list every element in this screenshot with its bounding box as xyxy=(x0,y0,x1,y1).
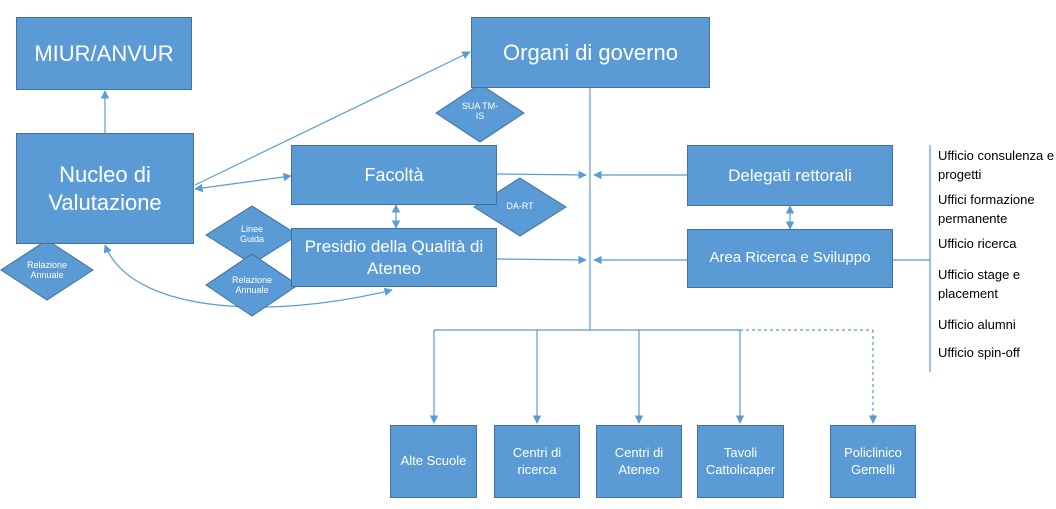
arrow-facolta-trunk xyxy=(496,170,587,180)
diamond-relazione-nucleo-label: Relazione Annuale xyxy=(26,260,68,280)
office-item: Ufficio spin-off xyxy=(938,345,1020,360)
box-delegati-rettorali: Delegati rettorali xyxy=(687,145,893,206)
office-item: Ufficio ricerca xyxy=(938,236,1017,251)
diamond-relazione-presidio xyxy=(205,253,299,317)
arrow-nucleo-organi xyxy=(194,51,471,186)
box-facolta: Facoltà xyxy=(291,145,497,205)
box-centri-ateneo-label: Centri di Ateneo xyxy=(614,445,664,477)
diamond-relazione-presidio-label: Relazione Annuale xyxy=(231,275,273,295)
box-miur-label: MIUR/ANVUR xyxy=(34,40,174,66)
box-nucleo-di-valutazione: Nucleo di Valutazione xyxy=(16,133,194,244)
diamond-linee-label: Linee Guida xyxy=(239,224,265,244)
box-delegati-label: Delegati rettorali xyxy=(728,165,852,185)
box-organi-di-governo: Organi di governo xyxy=(471,17,710,88)
office-item: Ufficio consulenza e progetti xyxy=(938,148,1055,182)
diamond-relazione-nucleo xyxy=(0,239,94,301)
diamond-sua xyxy=(435,83,525,143)
box-facolta-label: Facoltà xyxy=(364,164,424,185)
box-presidio-label: Presidio della Qualità di Ateneo xyxy=(304,237,484,278)
arrow-nucleo-presidio-curve xyxy=(103,244,393,308)
office-item: Ufficio alumni xyxy=(938,317,1016,332)
office-item: Uffici formazione permanente xyxy=(938,192,1035,226)
box-organi-label: Organi di governo xyxy=(503,39,678,65)
box-area-ricerca-sviluppo: Area Ricerca e Sviluppo xyxy=(687,229,893,288)
box-tavoli-cattolicaper: Tavoli Cattolicaper xyxy=(697,425,784,498)
box-nucleo-label: Nucleo di Valutazione xyxy=(48,162,162,215)
box-centri-ricerca-label: Centri di ricerca xyxy=(512,445,562,477)
box-area-label: Area Ricerca e Sviluppo xyxy=(709,249,871,267)
box-alte-scuole: Alte Scuole xyxy=(390,425,477,498)
box-tavoli-label: Tavoli Cattolicaper xyxy=(705,445,776,477)
office-item: Ufficio stage e placement xyxy=(938,267,1021,301)
arrow-presidio-trunk xyxy=(496,255,587,265)
diamond-dart-label: DA-RT xyxy=(506,201,534,211)
diamond-sua-label: SUA TM- IS xyxy=(461,101,499,121)
box-policlinico-gemelli: Policlinico Gemelli xyxy=(830,425,916,498)
box-miur-anvur: MIUR/ANVUR xyxy=(16,17,192,90)
box-centri-di-ricerca: Centri di ricerca xyxy=(494,425,580,498)
box-presidio-qualita: Presidio della Qualità di Ateneo xyxy=(291,228,497,287)
box-alte-label: Alte Scuole xyxy=(400,453,467,469)
box-centri-di-ateneo: Centri di Ateneo xyxy=(596,425,682,498)
box-policlinico-label: Policlinico Gemelli xyxy=(844,445,902,477)
arrow-facolta-nucleo xyxy=(194,172,292,193)
